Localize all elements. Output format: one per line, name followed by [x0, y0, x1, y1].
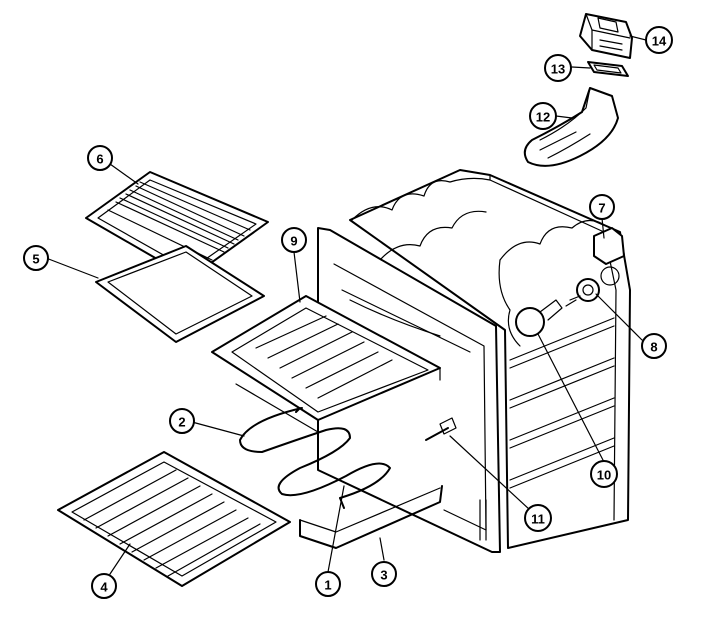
callout-label: 4: [100, 580, 108, 595]
callout-3: 3: [371, 561, 397, 587]
callout-label: 10: [597, 468, 611, 483]
callout-label: 14: [652, 34, 667, 49]
callout-label: 3: [380, 568, 387, 583]
part-11-probe: [425, 417, 457, 441]
callout-2: 2: [169, 408, 195, 434]
callout-13: 13: [544, 54, 572, 82]
callout-12: 12: [529, 102, 557, 130]
callout-label: 2: [178, 415, 185, 430]
callout-8: 8: [641, 333, 667, 359]
callout-14: 14: [645, 26, 673, 54]
callout-9: 9: [281, 227, 307, 253]
part-14-control-box: [579, 13, 633, 59]
callout-10: 10: [590, 460, 618, 488]
callout-label: 9: [290, 234, 297, 249]
part-2-bake-element: [239, 407, 391, 509]
part-9-broil-element: [211, 295, 441, 433]
part-5-broiler-pan: [95, 245, 265, 343]
leader-lines: [45, 35, 647, 575]
callout-label: 8: [650, 340, 657, 355]
callout-5: 5: [23, 245, 49, 271]
callout-label: 12: [536, 110, 550, 125]
callout-label: 11: [531, 512, 545, 527]
oven-front-frame: [317, 227, 501, 553]
part-10-light-bulb: [515, 299, 563, 337]
part-12-vent-duct: [523, 87, 619, 167]
part-13-gasket: [587, 61, 629, 77]
callout-11: 11: [524, 504, 552, 532]
callout-label: 13: [551, 62, 565, 77]
callout-4: 4: [91, 573, 117, 599]
callout-6: 6: [87, 145, 113, 171]
callout-1: 1: [315, 571, 341, 597]
part-7-vent-fitting: [593, 227, 625, 286]
callout-label: 6: [96, 152, 103, 167]
callout-label: 5: [32, 252, 39, 267]
part-8-light-socket: [565, 278, 600, 307]
part-4-oven-rack: [57, 451, 291, 587]
callout-label: 7: [598, 201, 605, 216]
callout-7: 7: [589, 194, 615, 220]
oven-cavity-body: [349, 169, 631, 549]
callout-label: 1: [324, 578, 331, 593]
